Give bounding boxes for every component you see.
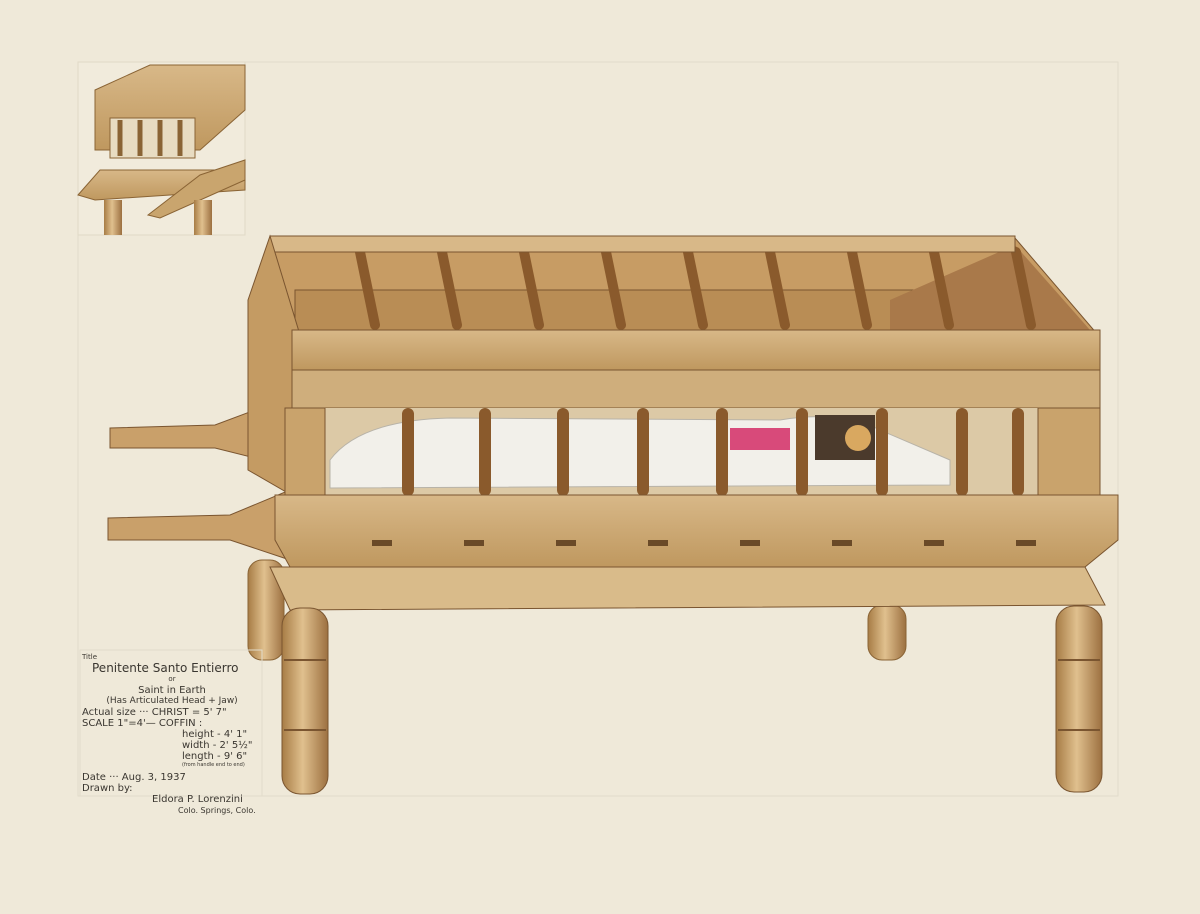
thumbnail-view xyxy=(77,61,246,236)
front-leg xyxy=(1055,605,1103,793)
artwork-title: Penitente Santo Entierro xyxy=(92,661,239,675)
front-leg xyxy=(281,607,329,795)
drawn-by: Drawn by: xyxy=(82,783,133,794)
upper-handle xyxy=(109,409,256,459)
title-or: or xyxy=(168,675,176,683)
top-rail xyxy=(291,329,1101,371)
coffin-base xyxy=(274,494,1119,568)
back-leg xyxy=(867,604,907,661)
spindle xyxy=(355,247,380,330)
lower-handle xyxy=(107,489,291,561)
artwork-note: (Has Articulated Head + Jaw) xyxy=(106,696,238,706)
scale: SCALE 1"=4'— COFFIN : xyxy=(82,718,203,729)
nail-plate xyxy=(648,540,668,546)
spindle xyxy=(765,247,790,330)
top-rail xyxy=(291,369,1101,409)
artist-location: Colo. Springs, Colo. xyxy=(178,806,256,815)
artwork-subtitle: Saint in Earth xyxy=(138,685,206,696)
nail-plate xyxy=(556,540,576,546)
length-note: (from handle end to end) xyxy=(182,762,245,768)
nail-plate xyxy=(832,540,852,546)
spindle xyxy=(519,247,544,330)
date: Date ··· Aug. 3, 1937 xyxy=(82,772,186,783)
title-block: Title Penitente Santo Entierro or Saint … xyxy=(82,652,262,816)
bier-table-top xyxy=(269,566,1106,611)
spindle xyxy=(1011,247,1036,330)
spindle xyxy=(437,247,462,330)
nail-plate xyxy=(924,540,944,546)
artist-name: Eldora P. Lorenzini xyxy=(152,794,243,805)
coffin-height: height - 4' 1" xyxy=(182,729,248,740)
drawing-border xyxy=(77,61,1119,797)
spindle xyxy=(929,247,954,330)
spindle xyxy=(601,247,626,330)
label-box xyxy=(79,649,263,797)
nail-plate xyxy=(464,540,484,546)
title-caption: Title xyxy=(82,653,98,661)
nail-plate xyxy=(372,540,392,546)
spindle xyxy=(847,247,872,330)
actual-size: Actual size ··· CHRIST = 5' 7" xyxy=(82,707,227,718)
nail-plate xyxy=(1016,540,1036,546)
nail-plate xyxy=(740,540,760,546)
coffin-width: width - 2' 5½" xyxy=(182,740,253,751)
coffin-length: length - 9' 6" xyxy=(182,751,248,762)
spindle xyxy=(683,247,708,330)
back-leg xyxy=(247,559,285,661)
